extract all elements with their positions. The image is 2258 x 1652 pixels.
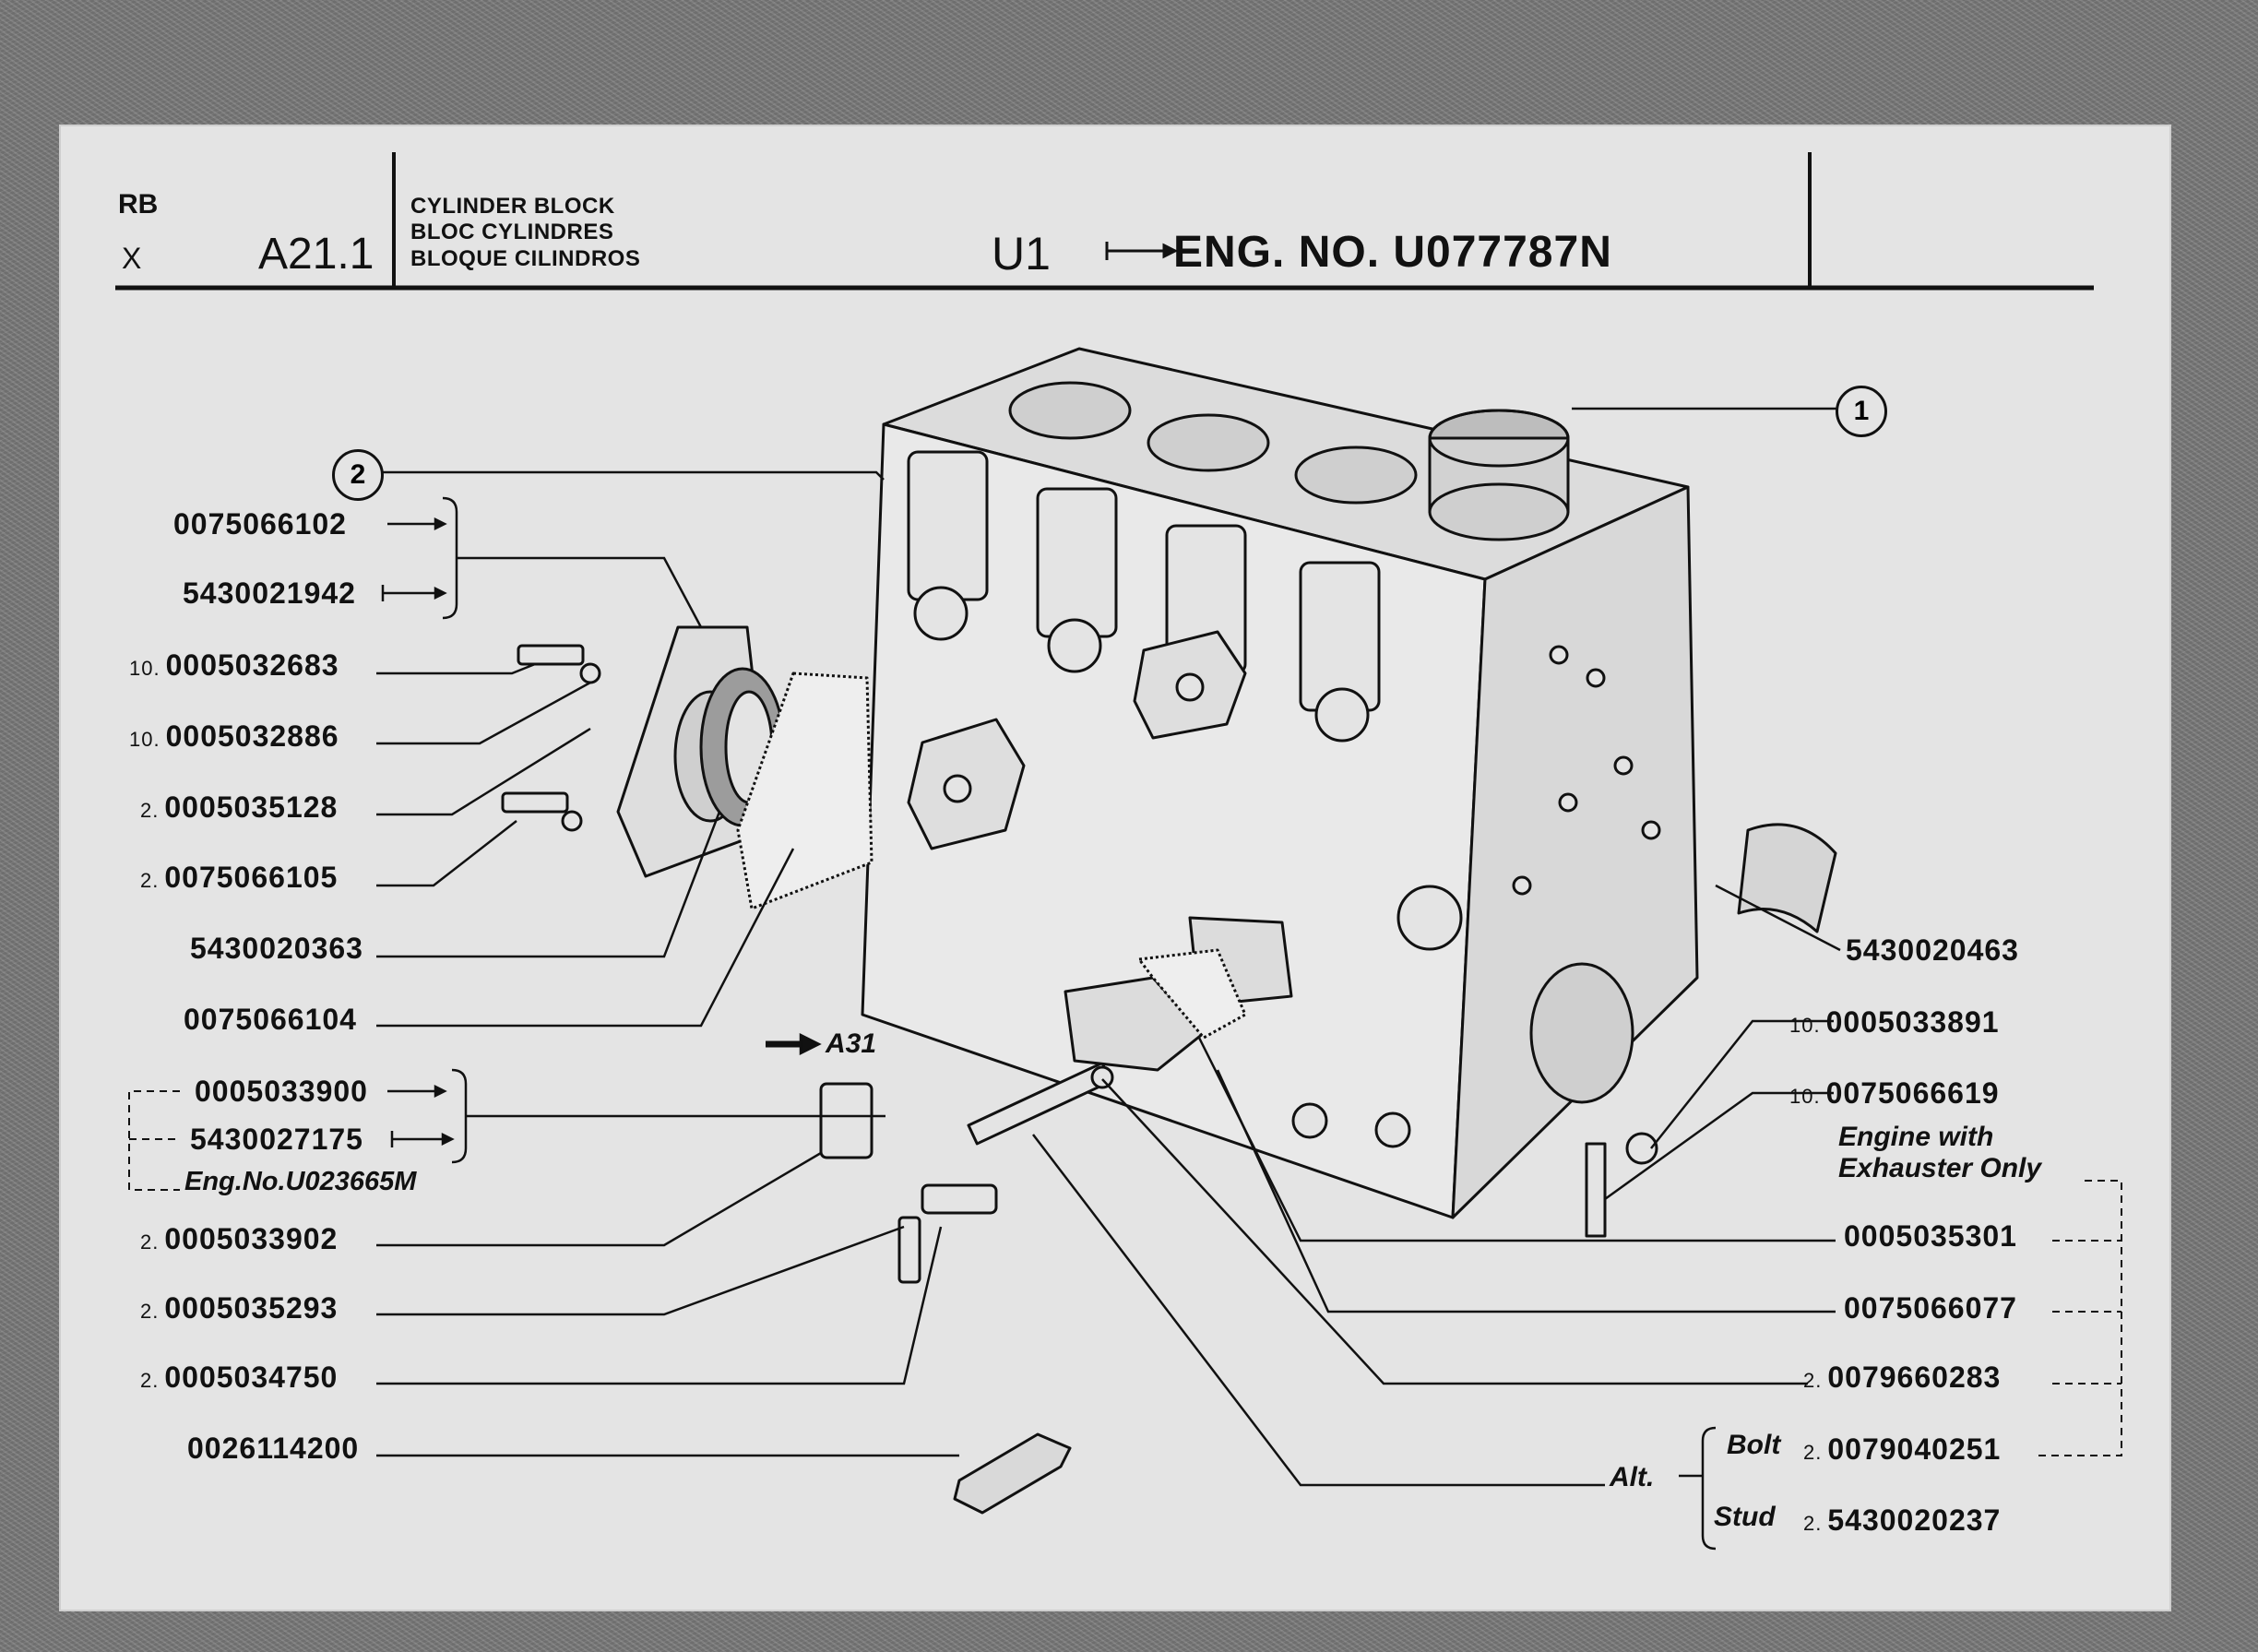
reference-a31: A31 — [826, 1028, 877, 1059]
callout-1: 1 — [1836, 386, 1887, 437]
exhauster-note-line1: Engine with — [1838, 1122, 1994, 1152]
title-fr: BLOC CYLINDRES — [410, 220, 614, 244]
section-number: A21.1 — [258, 230, 374, 279]
eng-no-note: Eng.No.U023665M — [184, 1167, 417, 1196]
part-number-left-6: 2.0075066105 — [140, 861, 339, 894]
header-rb: RB — [118, 189, 159, 220]
leader-lines — [376, 407, 1845, 1551]
dashed-brackets — [128, 1090, 2122, 1456]
callout-2: 2 — [332, 449, 384, 501]
part-number-left-8: 0075066104 — [184, 1003, 357, 1036]
part-number-right-2: 10.0005033891 — [1789, 1005, 2000, 1039]
stud-label: Stud — [1714, 1502, 1776, 1532]
exhauster-note-line2: Exhauster Only — [1838, 1153, 2042, 1183]
part-number-left-2: 5430021942 — [183, 576, 356, 610]
engine-number: ENG. NO. U077787N — [1173, 228, 1612, 277]
part-number-left-5: 2.0005035128 — [140, 790, 339, 824]
part-number-left-3: 10.0005032683 — [129, 648, 339, 682]
arrow-icon — [1105, 242, 1179, 260]
part-number-left-14: 0026114200 — [187, 1432, 360, 1465]
title-en: CYLINDER BLOCK — [410, 194, 615, 219]
header-x: X — [122, 242, 142, 275]
part-number-left-1: 0075066102 — [173, 507, 347, 541]
bolt-label: Bolt — [1727, 1430, 1781, 1460]
part-number-left-12: 2.0005035293 — [140, 1291, 339, 1325]
part-number-right-1: 5430020463 — [1846, 933, 2019, 967]
part-number-left-11: 2.0005033902 — [140, 1222, 339, 1255]
cylinder-block-drawing — [501, 347, 1837, 1515]
part-number-right-8: 2.5430020237 — [1803, 1503, 2002, 1537]
model-code: U1 — [992, 228, 1051, 279]
part-number-left-7: 5430020363 — [190, 932, 363, 965]
part-number-left-13: 2.0005034750 — [140, 1361, 339, 1394]
part-number-right-6: 2.0079660283 — [1803, 1361, 2002, 1394]
part-number-left-10: 5430027175 — [190, 1123, 363, 1156]
title-es: BLOQUE CILINDROS — [410, 246, 641, 271]
part-number-right-3: 10.0075066619 — [1789, 1076, 2000, 1110]
alt-label: Alt. — [1610, 1462, 1655, 1492]
part-number-left-9: 0005033900 — [195, 1075, 368, 1108]
part-number-right-7: 2.0079040251 — [1803, 1432, 2002, 1466]
arrow-icons — [381, 517, 822, 1147]
part-number-left-4: 10.0005032886 — [129, 719, 339, 753]
part-number-right-5: 0075066077 — [1844, 1291, 2017, 1325]
part-number-right-4: 0005035301 — [1844, 1219, 2017, 1253]
